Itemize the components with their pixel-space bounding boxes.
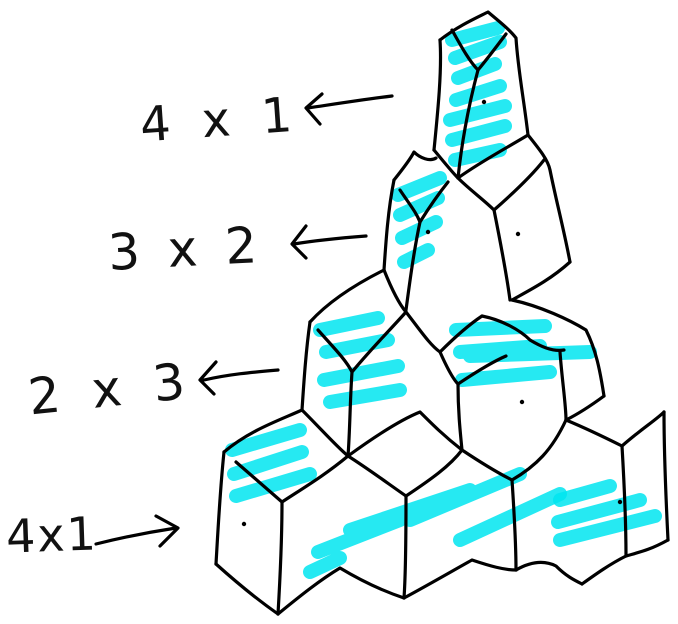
arrow-right-icon (94, 514, 180, 548)
row-label-top: 4 x 1 (138, 86, 302, 154)
cube-outlines (214, 10, 670, 616)
arrow-left-icon (290, 224, 368, 260)
cyan-highlights (225, 21, 662, 579)
row-label-second: 3 x 2 (106, 215, 265, 283)
arrow-left-icon (198, 360, 280, 396)
row-label-bottom: 4x1 (5, 506, 99, 564)
arrows (94, 92, 394, 548)
arrow-left-icon (304, 92, 394, 126)
